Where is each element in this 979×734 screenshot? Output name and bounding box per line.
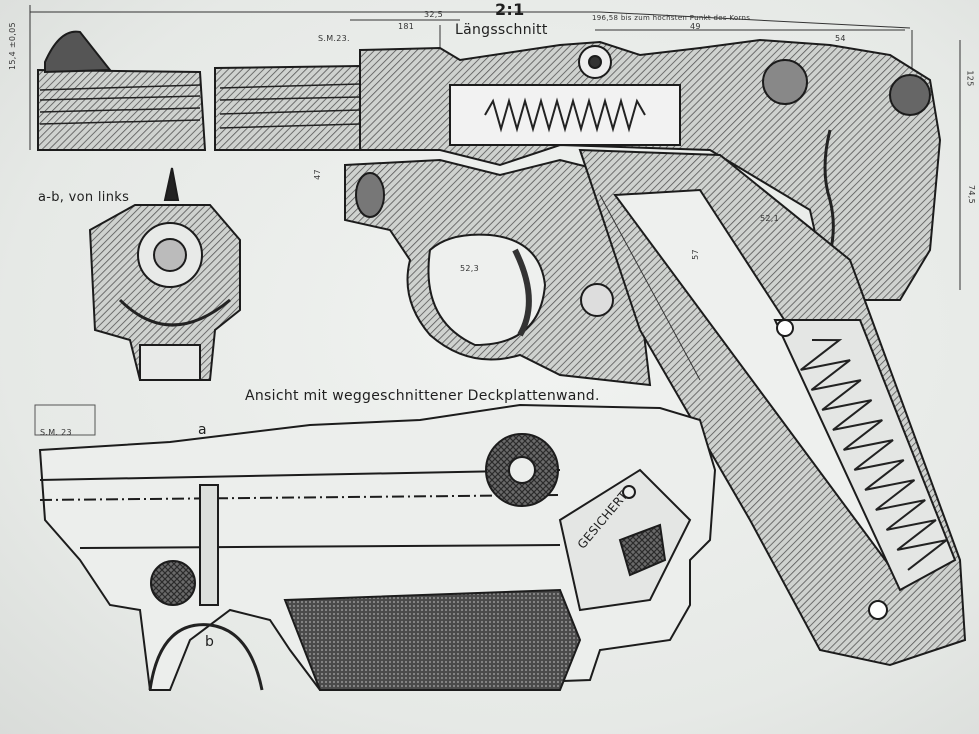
top-dimension-note: 196,58 bis zum höchsten Punkt des Korns bbox=[592, 14, 751, 22]
cutaway-view bbox=[34, 403, 717, 692]
dim-523: 52,3 bbox=[460, 264, 480, 273]
dim-49: 49 bbox=[690, 22, 701, 31]
dim-47: 47 bbox=[312, 169, 322, 180]
top-dimension-lines bbox=[29, 5, 961, 290]
dim-barrel-height: 15,4 ±0,05 bbox=[8, 22, 17, 70]
point-a-label: a bbox=[198, 422, 207, 438]
receiver-body bbox=[359, 38, 942, 301]
dim-325: 32,5 bbox=[424, 10, 444, 19]
trigger-guard bbox=[344, 158, 652, 387]
dim-521: 52,1 bbox=[760, 214, 780, 223]
end-view-label: a-b, von links bbox=[38, 190, 130, 205]
section-title: Längsschnitt bbox=[455, 22, 548, 38]
scale-label: 2:1 bbox=[495, 0, 525, 19]
dim-181: 181 bbox=[398, 22, 415, 31]
end-view-a-b bbox=[88, 167, 241, 381]
barrel-section bbox=[37, 30, 364, 151]
stamp-left: S.M. 23 bbox=[40, 428, 72, 437]
grip-section bbox=[578, 148, 967, 667]
point-b-label: b bbox=[205, 634, 215, 650]
dim-125: 125 bbox=[965, 70, 975, 87]
cutaway-caption: Ansicht mit weggeschnittener Deckplatten… bbox=[245, 388, 600, 404]
dim-745: 74,5 bbox=[967, 184, 977, 205]
dim-57: 57 bbox=[690, 249, 700, 260]
dim-54: 54 bbox=[835, 34, 846, 43]
stamp-upper: S.M.23. bbox=[318, 34, 350, 43]
